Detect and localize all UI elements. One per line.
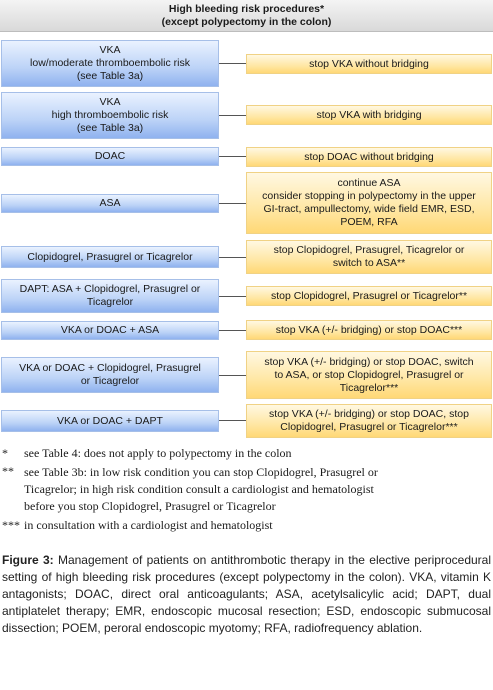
header-line-1: High bleeding risk procedures* bbox=[168, 3, 325, 15]
action-box: stop VKA (+/- bridging) or stop DOAC, sw… bbox=[246, 351, 492, 399]
connector-line bbox=[219, 375, 246, 376]
condition-box: Clopidogrel, Prasugrel or Ticagrelor bbox=[1, 246, 219, 268]
connector-line bbox=[219, 296, 246, 297]
figure-caption: Figure 3: Management of patients on anti… bbox=[2, 552, 491, 637]
connector-line bbox=[219, 257, 246, 258]
header-line-2: (except polypectomy in the colon) bbox=[161, 16, 332, 28]
connector-line bbox=[219, 156, 246, 157]
connector-line bbox=[219, 420, 246, 421]
caption-label: Figure 3: bbox=[2, 553, 54, 567]
action-box: stop VKA (+/- bridging) or stop DOAC*** bbox=[246, 320, 492, 340]
caption-text: Management of patients on antithrombotic… bbox=[2, 553, 491, 635]
footnote-text: in consultation with a cardiologist and … bbox=[24, 518, 273, 532]
footnote-text: see Table 4: does not apply to polypecto… bbox=[24, 446, 292, 460]
footnote-mark: * bbox=[2, 446, 8, 460]
connector-line bbox=[219, 115, 246, 116]
condition-box: VKA or DOAC + ASA bbox=[1, 321, 219, 340]
condition-box: DOAC bbox=[1, 147, 219, 166]
action-box: stop Clopidogrel, Prasugrel or Ticagrelo… bbox=[246, 286, 492, 306]
footnote-text: see Table 3b: in low risk condition you … bbox=[24, 465, 378, 513]
connector-line bbox=[219, 203, 246, 204]
action-box: stop VKA with bridging bbox=[246, 105, 492, 125]
diagram-header: High bleeding risk procedures* (except p… bbox=[0, 0, 493, 32]
action-box: stop VKA without bridging bbox=[246, 54, 492, 74]
condition-box: ASA bbox=[1, 194, 219, 213]
condition-box: VKA or DOAC + DAPT bbox=[1, 410, 219, 432]
footnote-mark: *** bbox=[2, 518, 20, 532]
connector-line bbox=[219, 330, 246, 331]
footnote-mark: ** bbox=[2, 464, 14, 478]
connector-line bbox=[219, 63, 246, 64]
action-box: stop Clopidogrel, Prasugrel, Ticagrelor … bbox=[246, 240, 492, 274]
action-box: stop VKA (+/- bridging) or stop DOAC, st… bbox=[246, 404, 492, 438]
action-box: stop DOAC without bridging bbox=[246, 147, 492, 167]
